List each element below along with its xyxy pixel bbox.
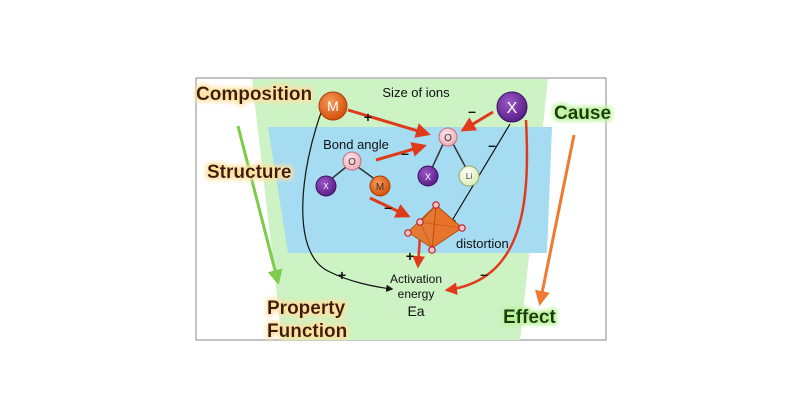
arrow-m-to-distortion — [369, 196, 411, 218]
bond-otop-xmid — [431, 141, 445, 169]
activation-label: Activation — [390, 272, 442, 286]
property-label: Property — [267, 298, 346, 319]
sign-x-to-distortion: – — [488, 137, 496, 153]
atom-m-large: M — [318, 91, 348, 121]
sign-distortion-to-ea: + — [406, 248, 414, 264]
sign-m-to-ea: + — [338, 267, 346, 283]
sign-bond-angle: – — [401, 145, 409, 161]
atom-m-small: M — [369, 175, 391, 197]
arrow-m-to-o — [347, 108, 431, 138]
cause-effect-arrow — [535, 134, 576, 306]
atom-o-top: O — [438, 127, 458, 147]
arrow-angle-to-o — [375, 142, 427, 162]
sign-x-to-ea: – — [480, 266, 488, 282]
size-of-ions-label: Size of ions — [382, 85, 450, 100]
octahedron-distortion-icon — [404, 201, 466, 254]
atom-o-left: O — [342, 151, 362, 171]
sign-x-to-o: – — [468, 103, 476, 119]
atom-m-small-label: M — [376, 182, 384, 193]
atom-x-mid: X — [417, 165, 439, 187]
bond-oleft-msmall — [357, 166, 377, 181]
arrow-x-to-distortion — [449, 123, 511, 226]
effect-label: Effect — [503, 307, 556, 328]
atom-li: Li — [458, 165, 480, 187]
bond-otop-li — [451, 141, 467, 169]
atom-x-large: X — [496, 91, 528, 123]
cause-label: Cause — [554, 103, 611, 124]
structure-label: Structure — [207, 162, 291, 183]
arrow-m-to-ea — [302, 109, 394, 292]
arrow-x-to-ea — [444, 119, 529, 295]
arrow-x-to-o — [460, 110, 494, 132]
atom-x-mid-label: X — [425, 172, 431, 182]
function-label: Function — [267, 321, 347, 342]
sign-angle-to-distortion: – — [384, 199, 392, 215]
ea-label: Ea — [407, 303, 424, 319]
atom-m-large-label: M — [327, 98, 339, 114]
atom-o-top-label: O — [444, 133, 452, 144]
arrow-distortion-to-ea — [412, 235, 425, 269]
atom-x-left-label: X — [323, 182, 329, 191]
blue-band — [268, 127, 552, 253]
composition-label: Composition — [196, 84, 312, 105]
bond-oleft-xleft — [329, 166, 347, 181]
atom-o-left-label: O — [348, 157, 356, 168]
atom-li-label: Li — [466, 172, 472, 181]
structure-flow-arrow — [236, 125, 283, 285]
sign-m-to-o: + — [364, 109, 372, 125]
atom-x-large-label: X — [507, 100, 518, 117]
energy-label: energy — [398, 287, 435, 301]
distortion-label: distortion — [456, 236, 509, 251]
bond-angle-label: Bond angle — [323, 137, 389, 152]
atom-x-left: X — [315, 175, 337, 197]
